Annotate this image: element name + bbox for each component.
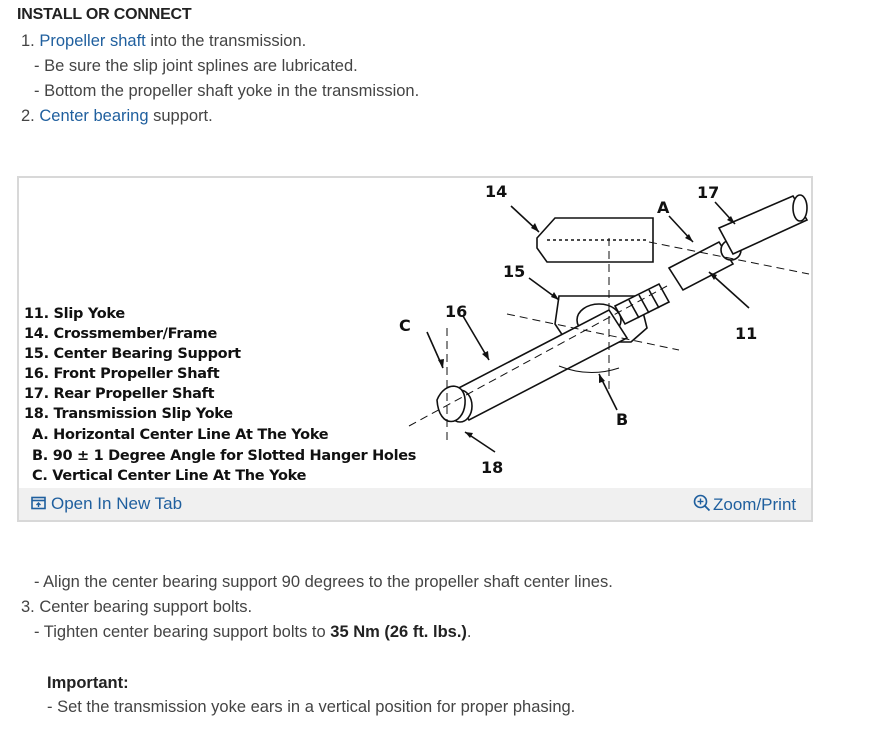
legend-item-b: B. 90 ± 1 Degree Angle for Slotted Hange… [32,448,417,464]
zoom-print-link[interactable]: Zoom/Print [693,494,796,515]
callout-14: 14 [485,182,508,201]
legend-item-c: C. Vertical Center Line At The Yoke [32,468,307,484]
step-1-text: into the transmission. [150,32,307,50]
callout-11: 11 [735,324,758,343]
legend-item-17: 17. Rear Propeller Shaft [24,386,215,402]
section-title: INSTALL OR CONNECT [17,6,192,23]
legend-item-18: 18. Transmission Slip Yoke [24,406,233,422]
center-bearing-link[interactable]: Center bearing [39,107,149,125]
callout-16: 16 [445,302,468,321]
step-2-number: 2. [21,107,35,125]
step-1-number: 1. [21,32,35,50]
propeller-shaft-link[interactable]: Propeller shaft [39,32,146,50]
step-2-sub-1: - Align the center bearing support 90 de… [34,573,613,591]
step-1: 1. Propeller shaft into the transmission… [21,32,306,51]
figure-toolbar: Open In New Tab Zoom/Print [19,488,811,520]
step-2-text: support. [153,107,213,125]
step-3-sub-1-text: - Tighten center bearing support bolts t… [34,623,326,641]
slip-yoke-shape [667,240,735,292]
step-3-sub-1-end: . [466,623,472,641]
callout-18: 18 [481,458,504,477]
step-1-sub-2: - Bottom the propeller shaft yoke in the… [34,82,420,100]
step-2: 2. Center bearing support. [21,107,213,126]
callout-b: B [616,410,629,429]
legend-item-a: A. Horizontal Center Line At The Yoke [32,427,329,443]
step-1-sub-1: - Be sure the slip joint splines are lub… [34,57,358,75]
callout-a: A [657,198,670,217]
legend-item-14: 14. Crossmember/Frame [24,326,218,342]
callout-17: 17 [697,183,720,202]
callout-15: 15 [503,262,526,281]
zoom-in-icon [693,494,711,512]
torque-value: 35 Nm (26 ft. lbs.) [330,623,467,641]
transmission-slip-yoke-shape [436,385,466,423]
callout-c: C [399,316,411,335]
zoom-print-label: Zoom/Print [713,495,797,514]
step-3: 3. Center bearing support bolts. [21,598,253,616]
legend-item-11: 11. Slip Yoke [24,306,125,322]
step-3-sub-1: - Tighten center bearing support bolts t… [34,623,472,642]
open-new-tab-icon [31,496,46,510]
rear-shaft-shape [717,194,809,256]
legend-item-16: 16. Front Propeller Shaft [24,366,220,382]
important-text: - Set the transmission yoke ears in a ve… [47,698,576,716]
driveshaft-diagram [408,194,810,453]
open-in-new-tab-link[interactable]: Open In New Tab [31,494,182,514]
figure-panel: 14 17 A 15 16 C 11 B 18 11. Slip Yoke 14… [17,176,813,522]
open-in-new-tab-label: Open In New Tab [51,494,183,513]
important-label: Important: [47,674,129,692]
front-shaft-shape [449,308,629,422]
legend-item-15: 15. Center Bearing Support [24,346,241,362]
